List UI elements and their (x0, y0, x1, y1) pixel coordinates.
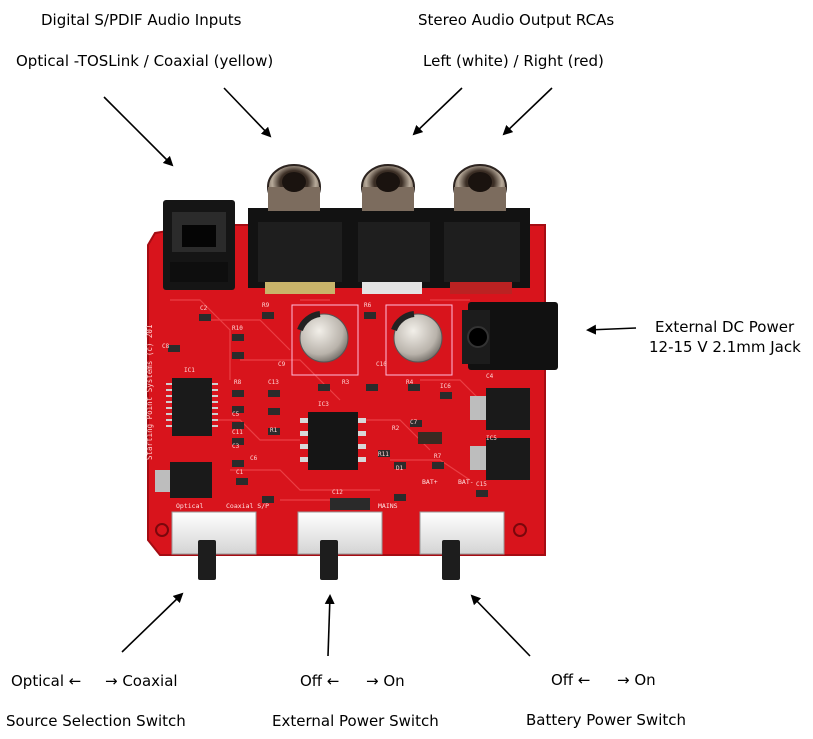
arrow-to-toslink (103, 96, 174, 167)
ic6-regulator (470, 438, 530, 480)
ic5-regulator (470, 388, 530, 430)
rca-jack-block (248, 164, 530, 294)
spdif-title-label: Digital S/PDIF Audio Inputs (41, 11, 242, 29)
dc-sub-label: 12-15 V 2.1mm Jack (649, 338, 801, 356)
source-optical-label: Optical ← (11, 672, 82, 690)
toslink-jack (163, 200, 235, 290)
arrow-to-rca-right (502, 87, 553, 136)
arrow-to-external-switch (324, 594, 335, 657)
arrow-to-coaxial (223, 87, 272, 138)
source-switch-title: Source Selection Switch (6, 712, 186, 730)
arrow-to-source-switch (121, 592, 184, 653)
battery-on-label: → On (617, 671, 656, 689)
rca-sub-label: Left (white) / Right (red) (423, 52, 604, 70)
battery-off-label: Off ← (551, 671, 591, 689)
source-coaxial-label: → Coaxial (105, 672, 178, 690)
battery-switch-title: Battery Power Switch (526, 711, 686, 729)
small-regulator (155, 462, 212, 498)
capacitor-c10 (385, 304, 453, 376)
battery-power-switch (419, 511, 505, 580)
rca-center-jack (361, 164, 415, 211)
rca-right-jack (453, 164, 507, 211)
ic1-chip (166, 378, 218, 436)
rca-left-jack (267, 164, 321, 211)
source-selection-switch (171, 511, 257, 580)
external-off-label: Off ← (300, 672, 340, 690)
smd-components (168, 312, 488, 510)
dc-power-jack (462, 302, 558, 370)
rca-title-label: Stereo Audio Output RCAs (418, 11, 615, 29)
external-switch-title: External Power Switch (272, 712, 439, 730)
arrow-to-rca-center (412, 87, 463, 136)
pcb-board (147, 224, 546, 556)
dc-title-label: External DC Power (655, 318, 795, 336)
external-on-label: → On (366, 672, 405, 690)
ic3-chip (300, 412, 366, 470)
arrow-to-dc-jack (586, 324, 637, 335)
external-power-switch (297, 511, 383, 580)
pointer-arrows (103, 87, 637, 657)
spdif-sub-label: Optical -TOSLink / Coaxial (yellow) (16, 52, 274, 70)
arrow-to-battery-switch (470, 594, 531, 657)
capacitor-c9 (291, 304, 359, 376)
silkscreen-side-text: Starting Point Systems (c) 201 (145, 325, 154, 460)
